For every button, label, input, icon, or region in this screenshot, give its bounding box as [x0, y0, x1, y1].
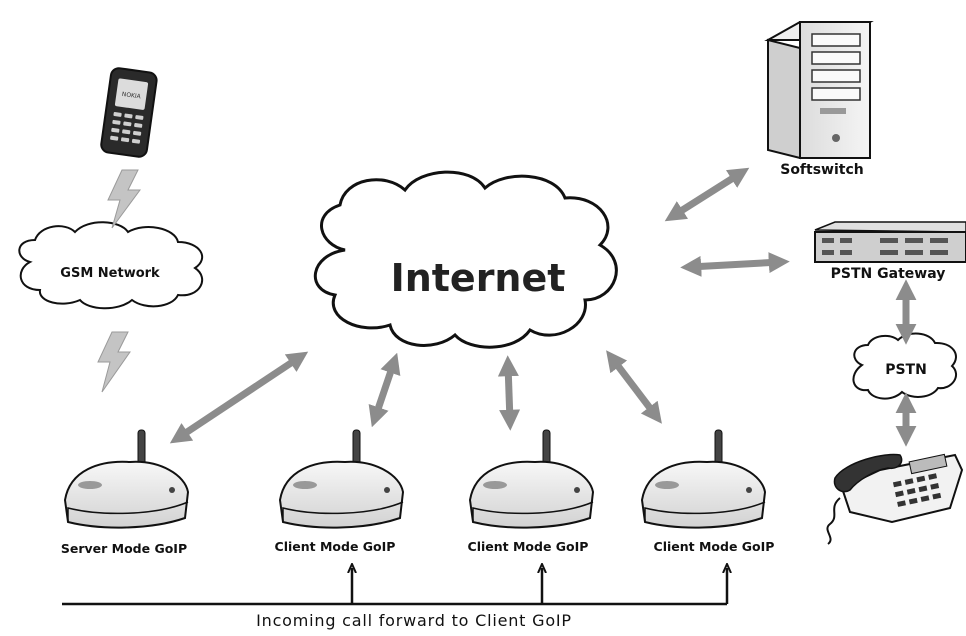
call-forward-caption: Incoming call forward to Client GoIP — [256, 611, 572, 630]
server-goip-device-icon — [63, 429, 190, 529]
client-goip-3-label: Client Mode GoIP — [654, 539, 775, 554]
mobile-phone-icon: NOKIA — [100, 67, 158, 158]
arrow-client3-internet — [606, 350, 662, 424]
gsm-network-cloud: GSM Network — [18, 221, 204, 310]
arrow-softswitch-internet — [664, 167, 750, 222]
pstn-cloud: PSTN — [852, 332, 957, 400]
softswitch-label: Softswitch — [780, 162, 864, 178]
client-goip-1-device-icon — [278, 429, 405, 529]
lightning-icon-upper — [107, 169, 141, 229]
call-forward-line — [62, 568, 727, 606]
pstn-gateway-rack-icon: PSTN Gateway — [814, 221, 966, 282]
internet-label: Internet — [391, 256, 566, 300]
softswitch-server-icon: Softswitch — [764, 21, 874, 178]
arrow-server-internet — [169, 351, 309, 444]
client-goip-2-device-icon — [468, 429, 595, 529]
internet-cloud: Internet — [313, 170, 618, 349]
link-arrows — [169, 167, 917, 447]
server-goip-label: Server Mode GoIP — [61, 541, 187, 556]
arrow-client1-internet — [368, 352, 401, 428]
gsm-network-label: GSM Network — [60, 266, 160, 281]
phone-brand-label: NOKIA — [121, 91, 142, 101]
client-goip-2-label: Client Mode GoIP — [468, 539, 589, 554]
arrow-client2-internet — [497, 355, 521, 431]
client-goip-1-label: Client Mode GoIP — [275, 539, 396, 554]
lightning-icon-lower — [97, 331, 131, 393]
pstn-label: PSTN — [885, 362, 927, 378]
desk-telephone-icon — [826, 453, 964, 545]
arrow-gateway-internet — [680, 252, 790, 277]
pstn-gateway-label: PSTN Gateway — [831, 266, 946, 282]
client-goip-3-device-icon — [640, 429, 767, 529]
